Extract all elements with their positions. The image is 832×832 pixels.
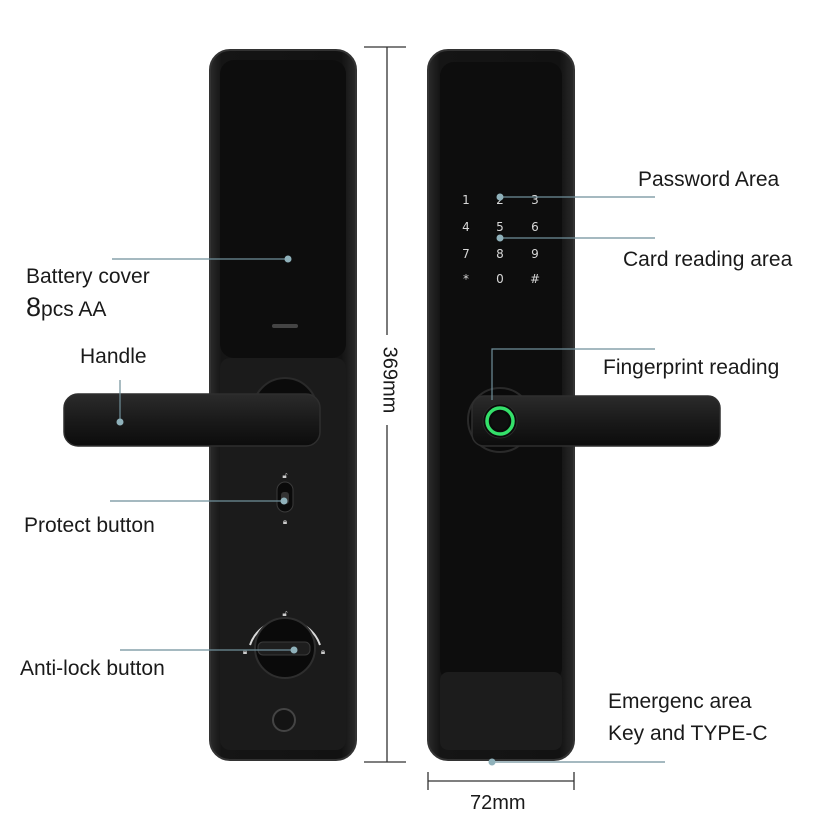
height-dimension-label: 369mm: [378, 346, 401, 414]
password-callout-dot: [496, 193, 504, 201]
left-handle: [63, 393, 321, 447]
emergency-area-plate: [440, 672, 562, 750]
keypad-key: 0: [496, 272, 504, 286]
emergency-callout-dot: [488, 758, 496, 766]
keypad-key: #: [530, 272, 540, 286]
protect-button-label: Protect button: [24, 514, 155, 537]
width-dimension-label: 72mm: [470, 792, 526, 814]
keypad-key: 8: [496, 247, 504, 261]
keypad-key: 9: [531, 247, 539, 261]
fingerprint-callout-line: [491, 348, 655, 400]
battery-type: pcs AA: [41, 298, 107, 322]
keypad-key: 4: [462, 220, 470, 234]
keypad-key: 5: [496, 220, 504, 234]
card-reading-area-label: Card reading area: [623, 248, 793, 271]
svg-text:🔓︎: 🔓︎: [282, 471, 287, 480]
width-dimension: [427, 772, 575, 790]
keypad-key: 3: [531, 193, 539, 207]
emergency-area-label: Emergenc area Key and TYPE-C: [608, 690, 768, 745]
keypad-key: 1: [462, 193, 470, 207]
battery-callout-dot: [284, 255, 292, 263]
keypad-key: 6: [531, 220, 539, 234]
keypad-key: *: [463, 272, 469, 286]
handle-callout-dot: [116, 418, 124, 426]
battery-cover-plate: [220, 60, 346, 358]
battery-cover-label: Battery cover 8pcs AA: [26, 265, 150, 323]
anti-lock-callout-dot: [290, 646, 298, 654]
fingerprint-sensor-ring: [485, 406, 515, 436]
keypad-key: 7: [462, 247, 470, 261]
height-dimension: [364, 46, 406, 763]
svg-text:🔒︎: 🔒︎: [243, 647, 247, 656]
password-area-label: Password Area: [638, 168, 780, 191]
svg-text:🔒︎: 🔒︎: [321, 647, 325, 656]
protect-switch: 🔓︎ 🔒︎: [276, 471, 294, 526]
anti-lock-button-label: Anti-lock button: [20, 657, 165, 680]
protect-callout-dot: [280, 497, 288, 505]
handle-label: Handle: [80, 345, 147, 368]
svg-text:🔓︎: 🔓︎: [282, 609, 287, 618]
battery-count: 8: [26, 292, 42, 323]
right-handle: [471, 395, 721, 447]
card-callout-dot: [496, 234, 504, 242]
svg-text:🔒︎: 🔒︎: [283, 517, 287, 526]
fingerprint-reading-label: Fingerprint reading: [603, 356, 780, 379]
